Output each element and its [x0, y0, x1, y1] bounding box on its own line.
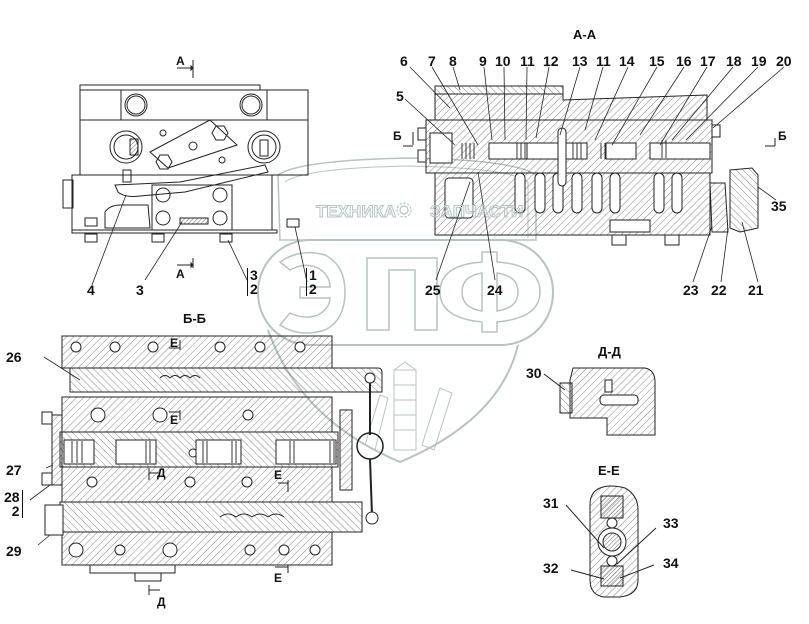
callout-3-2[interactable]: 3 2 [247, 268, 258, 296]
watermark-wheat-icon [364, 361, 453, 451]
callout-11[interactable]: 11 [520, 53, 535, 69]
callout-4[interactable]: 4 [87, 282, 95, 298]
section-aa-drawing [403, 85, 776, 246]
callout-25[interactable]: 25 [425, 282, 441, 298]
section-title-aa: А-А [573, 27, 597, 42]
callout-fraction-bottom: 2 [250, 281, 258, 297]
callout-5[interactable]: 5 [396, 88, 404, 104]
cut-label-d-2: Д [157, 595, 166, 609]
watermark-text-left: ТЕХНИКА [315, 202, 397, 222]
section-bb-drawing [41, 335, 384, 595]
callout-30[interactable]: 30 [526, 365, 542, 381]
cut-label-a-top: А [176, 54, 185, 68]
callout-12[interactable]: 12 [543, 53, 559, 69]
callout-35[interactable]: 35 [771, 198, 787, 214]
front-leaders [91, 194, 308, 286]
callout-33[interactable]: 33 [663, 515, 679, 531]
cut-label-b-left: Б [393, 129, 402, 143]
watermark-text-right: ЗАПЧАСТИ [429, 202, 524, 222]
section-bb-leaders [29, 356, 81, 546]
callout-21[interactable]: 21 [748, 282, 764, 298]
callout-24[interactable]: 24 [487, 282, 503, 298]
callout-9[interactable]: 9 [479, 53, 487, 69]
callout-13[interactable]: 13 [572, 53, 588, 69]
front-view [62, 60, 309, 269]
callout-32[interactable]: 32 [543, 560, 559, 576]
section-dd-drawing [543, 367, 656, 436]
cut-label-e-4: Е [274, 571, 283, 585]
callout-16[interactable]: 16 [676, 53, 692, 69]
callout-11b[interactable]: 11 [596, 53, 611, 69]
callout-28-2[interactable]: 28 2 [4, 490, 23, 518]
callout-10[interactable]: 10 [495, 53, 511, 69]
cut-label-e-2: Е [170, 413, 179, 427]
callout-19[interactable]: 19 [751, 53, 767, 69]
callout-fraction-top: 28 [4, 489, 20, 505]
callout-fraction-top: 3 [250, 267, 258, 283]
watermark-letter-p [366, 257, 438, 331]
callout-20[interactable]: 20 [776, 53, 792, 69]
callout-fraction-bottom: 2 [11, 503, 20, 519]
callout-34[interactable]: 34 [663, 555, 679, 571]
section-aa-leaders [404, 66, 785, 283]
callout-18[interactable]: 18 [726, 53, 742, 69]
callout-3[interactable]: 3 [136, 282, 144, 298]
callout-fraction-top: 1 [309, 267, 317, 283]
callout-fraction-bottom: 2 [309, 281, 317, 297]
callout-23[interactable]: 23 [683, 282, 699, 298]
callout-8[interactable]: 8 [449, 53, 457, 69]
watermark-letter-e [278, 251, 346, 334]
section-title-bb: Б-Б [183, 311, 207, 326]
watermark [257, 157, 554, 464]
callout-7[interactable]: 7 [428, 53, 436, 69]
callout-15[interactable]: 15 [649, 53, 665, 69]
callout-6[interactable]: 6 [400, 53, 408, 69]
cut-label-b-right: Б [778, 129, 787, 143]
callout-22[interactable]: 22 [711, 282, 727, 298]
callout-31[interactable]: 31 [543, 495, 559, 511]
cut-label-e-1: Е [170, 336, 179, 350]
watermark-letter-f [439, 251, 541, 333]
section-title-ee: Е-Е [598, 463, 620, 478]
section-ee-drawing [565, 485, 657, 598]
cut-label-d-1: Д [157, 466, 166, 480]
section-title-dd: Д-Д [598, 344, 621, 359]
cut-label-a-bottom: А [176, 267, 185, 281]
callout-26[interactable]: 26 [6, 349, 22, 365]
cut-label-e-3: Е [274, 468, 283, 482]
callout-29[interactable]: 29 [6, 543, 22, 559]
callout-1-2[interactable]: 1 2 [306, 268, 317, 296]
callout-27[interactable]: 27 [6, 462, 22, 478]
watermark-gear-icon [396, 202, 412, 218]
callout-14[interactable]: 14 [619, 53, 635, 69]
watermark-pill [257, 239, 554, 346]
callout-17[interactable]: 17 [700, 53, 716, 69]
